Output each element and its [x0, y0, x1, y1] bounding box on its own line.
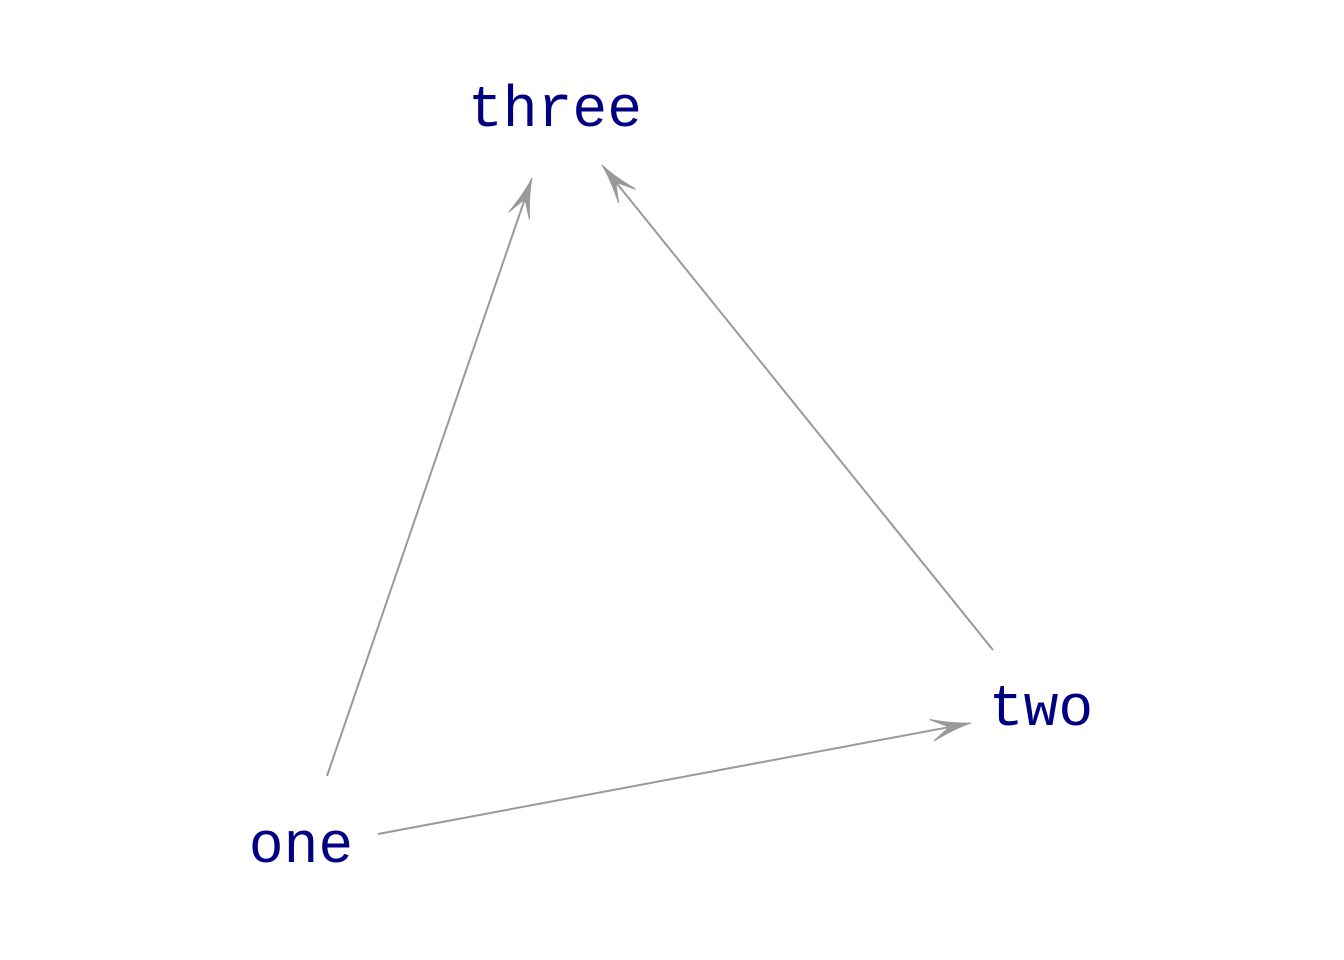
- arrowhead-one-to-two-icon: [929, 719, 972, 742]
- arrowhead-one-to-three-icon: [508, 177, 533, 220]
- node-one-label[interactable]: one: [248, 815, 354, 880]
- edge-one-to-two: [377, 726, 950, 835]
- edge-layer: [326, 164, 994, 835]
- node-three-label[interactable]: three: [467, 79, 643, 144]
- edge-one-to-three: [326, 198, 526, 777]
- arrowhead-two-to-three-icon: [601, 164, 636, 204]
- node-two-label[interactable]: two: [988, 678, 1094, 743]
- edge-two-to-three: [615, 181, 994, 651]
